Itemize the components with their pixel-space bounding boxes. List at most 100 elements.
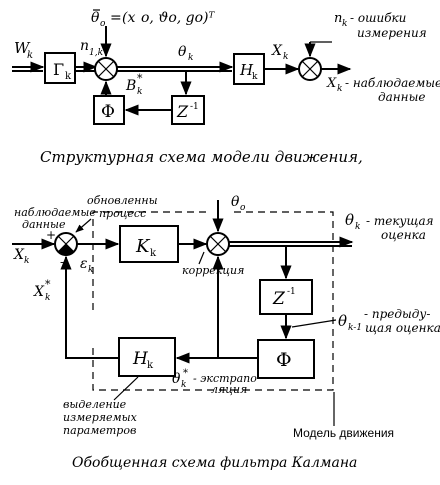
svg-text:K: K <box>135 236 151 257</box>
svg-text:k: k <box>137 87 142 97</box>
svg-text:- ошибки: - ошибки <box>350 11 406 25</box>
xk-star-label: X k * <box>33 278 51 303</box>
svg-text:+: + <box>46 228 56 242</box>
n1k-label: n 1,k <box>80 38 103 58</box>
svg-text:H: H <box>132 349 149 369</box>
dashed-boundary <box>92 211 334 391</box>
bottom-caption: Обобщенная схема фильтра Калмана <box>72 455 357 471</box>
svg-text:параметров: параметров <box>63 424 136 437</box>
svg-text:B: B <box>125 78 136 94</box>
gamma-symbol: Γ <box>53 60 64 79</box>
hk-block-bottom <box>118 337 176 377</box>
xk-input-label: X k <box>13 247 29 266</box>
svg-text:n: n <box>80 38 89 54</box>
bk-label: B k * <box>125 72 143 97</box>
thetak-extrapolation-label: θ k * - экстрапо ляция <box>172 368 257 396</box>
svg-text:выделение: выделение <box>63 398 127 411</box>
svg-text:k: k <box>45 293 50 303</box>
nk-label: n k - ошибки измерения <box>334 11 427 40</box>
h-to-sum-feedback <box>60 255 119 359</box>
thetak-label-top: θ k <box>178 44 193 63</box>
svg-text:k: k <box>252 72 258 82</box>
svg-text:измерения: измерения <box>357 26 427 40</box>
phi-block-top <box>93 95 125 125</box>
svg-text:коррекция: коррекция <box>182 264 244 277</box>
svg-text:θ: θ <box>91 10 100 26</box>
svg-text:H: H <box>239 61 254 79</box>
svg-text:*: * <box>183 368 188 379</box>
svg-text:данные: данные <box>22 218 66 231</box>
svg-text:θ: θ <box>345 211 354 229</box>
gamma-block <box>44 52 76 84</box>
thetak1-previous-label: θ k-1 - предыду- щая оценка <box>338 307 440 335</box>
svg-text:k: k <box>24 256 29 266</box>
xk-label-top: X k <box>271 43 288 62</box>
svg-text:k: k <box>188 53 193 63</box>
svg-text:Z: Z <box>272 289 286 309</box>
svg-text:данные: данные <box>378 90 425 104</box>
svg-text:=: = <box>110 10 122 26</box>
svg-text:измеряемых: измеряемых <box>63 411 138 424</box>
svg-text:k-1: k-1 <box>348 323 362 333</box>
svg-text:оценка: оценка <box>381 228 426 242</box>
svg-text:- текущая: - текущая <box>366 214 434 228</box>
svg-text:X: X <box>271 43 283 59</box>
svg-text:-1: -1 <box>287 287 296 297</box>
svg-text:щая оценка: щая оценка <box>365 321 440 335</box>
svg-text:X: X <box>326 76 337 91</box>
svg-text:ляция: ляция <box>211 383 247 396</box>
svg-text:-1: -1 <box>190 102 199 112</box>
svg-text:θ: θ <box>178 44 187 60</box>
zinv-block-bottom <box>259 279 313 315</box>
zinv-block-top <box>171 95 205 125</box>
svg-text:o: o <box>240 203 246 213</box>
svg-text:W: W <box>14 39 31 57</box>
svg-text:X: X <box>13 247 25 263</box>
svg-text:o, ϑo, go)ᵀ: o, ϑo, go)ᵀ <box>141 10 216 26</box>
svg-text:k: k <box>65 71 72 82</box>
svg-text:- предыду-: - предыду- <box>364 307 430 321</box>
theta0-input-label: θ o <box>231 194 246 213</box>
svg-text:X: X <box>33 284 45 300</box>
svg-text:(x: (x <box>122 10 135 26</box>
svg-text:θ: θ <box>172 371 181 387</box>
svg-text:обновленны: обновленны <box>87 194 158 207</box>
top-caption: Структурная схема модели движения, <box>40 148 363 166</box>
h-block-top <box>233 53 265 85</box>
svg-text:k: k <box>355 222 360 232</box>
svg-text:k: k <box>181 380 186 390</box>
svg-text:- наблюдаемые: - наблюдаемые <box>345 76 440 90</box>
svg-text:k: k <box>147 360 154 371</box>
svg-text:k: k <box>88 265 93 275</box>
svg-text:n: n <box>334 11 342 26</box>
motion-model-diagram: W k Γ k n 1,k θ o = (x o, ϑo, go)ᵀ <box>12 9 440 166</box>
svg-text:o: o <box>100 19 106 29</box>
kalman-filter-diagram: наблюдаемые данные обновленны процесс X … <box>12 194 440 471</box>
svg-text:*: * <box>137 72 143 85</box>
svg-text:θ: θ <box>338 312 347 330</box>
svg-text:Φ: Φ <box>276 349 292 371</box>
thetak-current-label: θ k - текущая оценка <box>345 211 434 242</box>
svg-text:*: * <box>45 278 51 291</box>
kk-block <box>119 225 179 263</box>
svg-text:Z: Z <box>176 102 189 121</box>
svg-text:1,k: 1,k <box>89 48 103 58</box>
xk-observed-label: X k - наблюдаемые данные <box>326 76 440 104</box>
svg-text:θ: θ <box>231 194 240 210</box>
svg-text:k: k <box>283 52 288 62</box>
model-label: Модель движения <box>293 426 394 440</box>
svg-text:-: - <box>60 255 64 269</box>
svg-text:k: k <box>27 50 33 61</box>
svg-text:ε: ε <box>80 256 88 272</box>
svg-text:наблюдаемые: наблюдаемые <box>14 206 96 219</box>
svg-text:процесс: процесс <box>99 207 146 220</box>
svg-text:- экстрапо: - экстрапо <box>193 372 257 385</box>
svg-text:k: k <box>337 84 342 94</box>
svg-text:k: k <box>150 248 157 259</box>
theta0-equation: θ o = (x o, ϑo, go)ᵀ <box>91 10 216 29</box>
input-wk-label: W k <box>14 39 33 61</box>
svg-text:Φ: Φ <box>101 102 115 122</box>
epsk-label: ε k <box>80 256 93 275</box>
svg-text:k: k <box>342 19 347 29</box>
